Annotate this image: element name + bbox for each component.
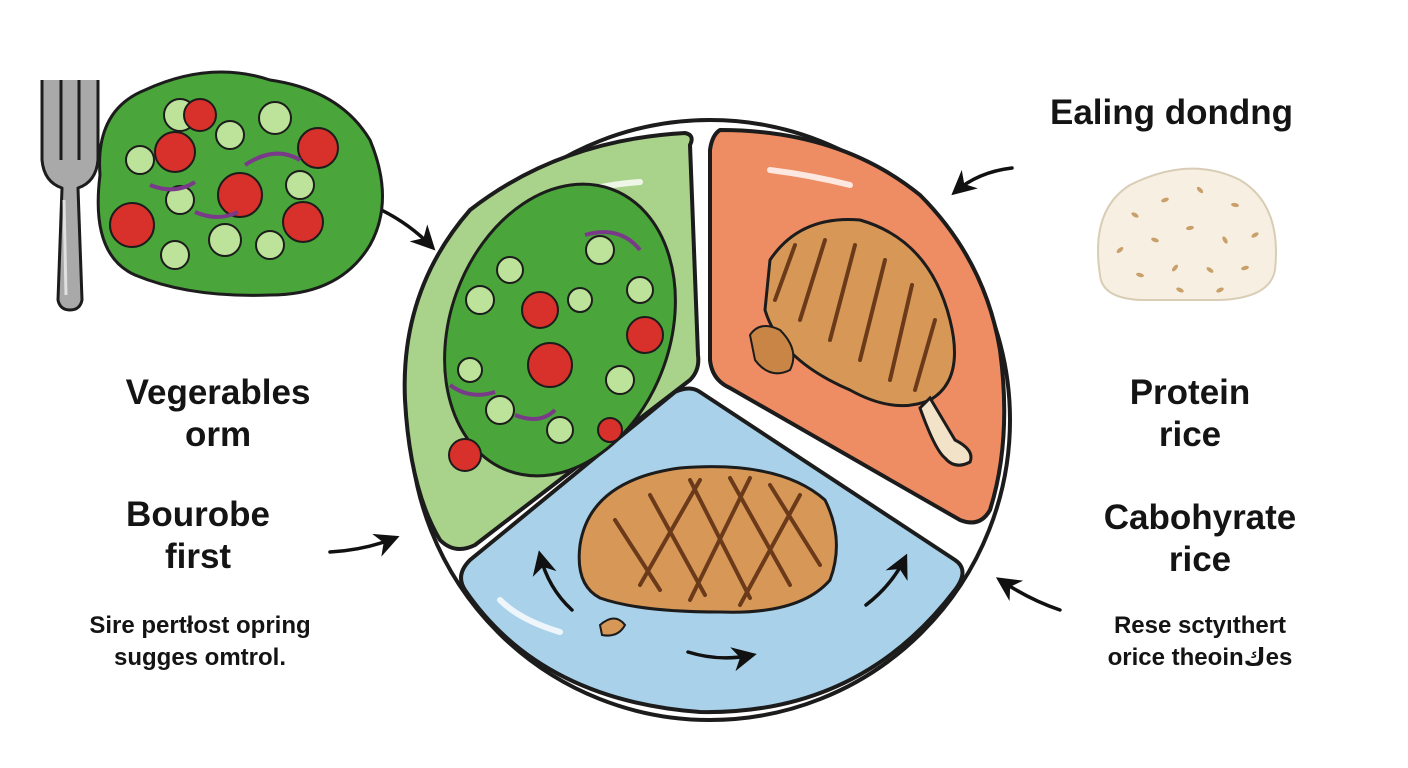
first-label: Bourobe first bbox=[98, 494, 298, 578]
vegetables-label-line1: Vegerables bbox=[125, 373, 311, 412]
vegetables-label-line2: orm bbox=[184, 415, 252, 454]
vegetables-label: Vegerables orm bbox=[98, 372, 338, 456]
left-note: Sire pertłost opring sugges omtrol. bbox=[60, 610, 340, 675]
left-note-line2: sugges omtrol. bbox=[113, 644, 287, 672]
right-note: Rese sctyıthert orice theoinكes bbox=[1070, 610, 1330, 675]
chicken-leg-icon bbox=[748, 218, 973, 467]
salad-icon bbox=[96, 70, 384, 297]
right-note-line1: Rese sctyıthert bbox=[1113, 612, 1287, 639]
fork-icon bbox=[40, 80, 100, 312]
carbohydrate-label: Cabohyrate rice bbox=[1060, 497, 1340, 581]
left-note-line1: Sire pertłost opring bbox=[89, 612, 311, 639]
plate-arrows bbox=[532, 550, 908, 672]
plate-salad-icon bbox=[443, 182, 677, 478]
protein-label-line1: Protein bbox=[1129, 373, 1251, 412]
protein-label: Protein rice bbox=[1090, 372, 1290, 456]
rice-mound-icon bbox=[1097, 167, 1277, 301]
carbohydrate-label-line2: rice bbox=[1168, 540, 1232, 579]
right-note-line2: orice theoinكes bbox=[1107, 644, 1293, 672]
diagram-title: Ealing dondng bbox=[1050, 93, 1294, 132]
protein-label-line2: rice bbox=[1158, 415, 1222, 454]
first-label-line1: Bourobe bbox=[126, 495, 270, 534]
carbohydrate-label-line1: Cabohyrate bbox=[1103, 498, 1297, 537]
first-label-line2: first bbox=[164, 537, 232, 576]
steak-icon bbox=[577, 465, 838, 637]
